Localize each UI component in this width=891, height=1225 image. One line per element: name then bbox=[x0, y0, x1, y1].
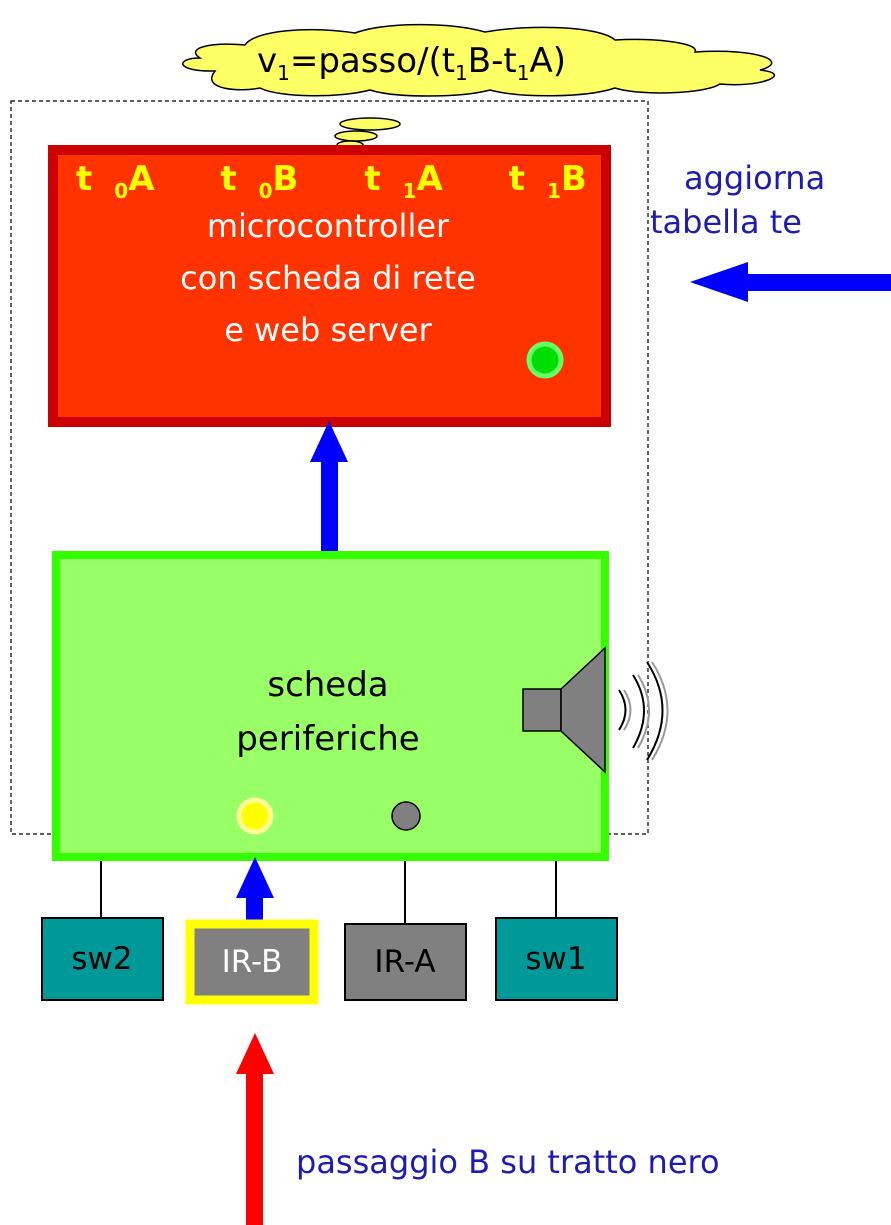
speaker-cone bbox=[560, 646, 606, 774]
sw1-box bbox=[495, 917, 618, 1001]
microcontroller-box bbox=[48, 145, 611, 427]
peripherals-box bbox=[52, 551, 609, 861]
ir-a-indicator-led bbox=[391, 801, 421, 831]
microcontroller-label: microcontroller bbox=[206, 207, 450, 245]
sw2-label: sw2 bbox=[71, 941, 133, 977]
speed-formula: v1=passo/(t1B-t1A) bbox=[257, 41, 566, 85]
ir-b-indicator-led bbox=[236, 797, 274, 835]
data-arrow-head-up bbox=[310, 421, 348, 462]
update-table-note-line1: aggiorna bbox=[684, 159, 826, 197]
sound-wave-3 bbox=[646, 661, 664, 761]
speaker-body bbox=[522, 688, 562, 732]
ir-a-box bbox=[344, 923, 467, 1001]
thought-bubble-medium bbox=[334, 130, 378, 142]
sw2-box bbox=[41, 917, 164, 1001]
sound-wave-1 bbox=[618, 689, 627, 731]
sound-wave-3-shadow bbox=[651, 661, 669, 761]
bottom-caption: passaggio B su tratto nero bbox=[296, 1143, 720, 1181]
ir-b-arrow-head bbox=[236, 857, 274, 898]
incoming-arrow-shaft bbox=[745, 274, 891, 291]
thought-cloud bbox=[182, 23, 776, 97]
sound-wave-2 bbox=[632, 674, 645, 749]
peripherals-label-line2: periferiche bbox=[236, 719, 420, 759]
peripherals-label-line1: scheda bbox=[267, 665, 389, 705]
red-arrow-shaft bbox=[246, 1070, 263, 1225]
microcontroller-network-label: con scheda di rete bbox=[180, 259, 476, 297]
data-arrow-shaft-up bbox=[321, 458, 338, 552]
incoming-arrow-head bbox=[690, 262, 748, 302]
sound-wave-2-shadow bbox=[637, 674, 650, 749]
microcontroller-webserver-label: e web server bbox=[224, 311, 432, 349]
ir-b-box bbox=[185, 919, 319, 1005]
microcontroller-status-led bbox=[526, 341, 564, 379]
sound-wave-1-shadow bbox=[623, 689, 632, 731]
red-arrow-head bbox=[236, 1033, 274, 1074]
sw1-label: sw1 bbox=[525, 941, 587, 977]
ir-a-label: IR-A bbox=[374, 944, 436, 980]
ir-b-label: IR-B bbox=[221, 944, 283, 980]
update-table-note-line2: tabella te bbox=[650, 203, 802, 241]
thought-bubble-large bbox=[339, 117, 401, 131]
